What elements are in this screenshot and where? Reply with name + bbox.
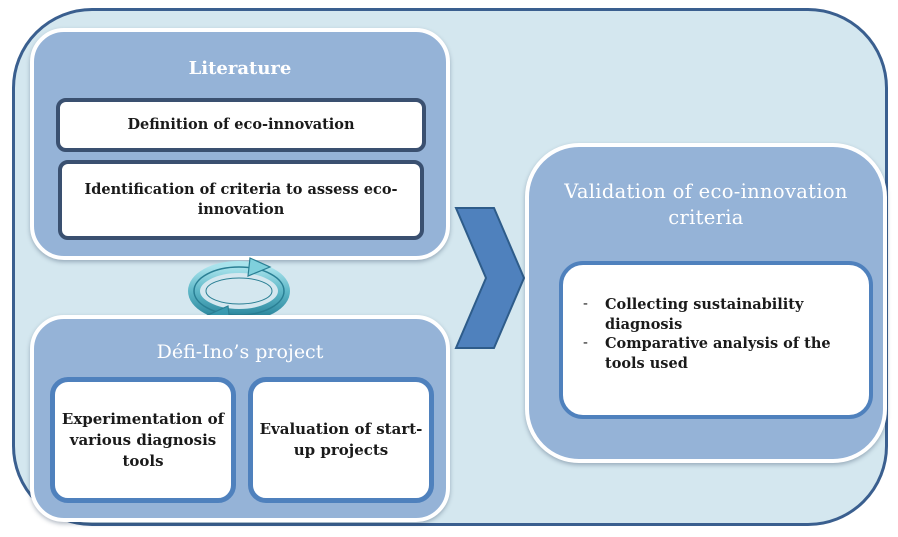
validation-list: Collecting sustainability diagnosis Comp… bbox=[583, 295, 855, 373]
evaluation-box: Evaluation of start-up projects bbox=[248, 377, 434, 503]
definition-box: Definition of eco-innovation bbox=[56, 98, 426, 152]
chevron-right-arrow-icon bbox=[454, 207, 526, 349]
validation-item-collecting: Collecting sustainability diagnosis bbox=[583, 295, 855, 334]
definition-label: Definition of eco-innovation bbox=[127, 116, 355, 134]
validation-panel: Validation of eco-innovation criteria Co… bbox=[525, 143, 887, 463]
validation-item-comparative: Comparative analysis of the tools used bbox=[583, 334, 855, 373]
experimentation-box: Experimentation of various diagnosis too… bbox=[50, 377, 236, 503]
defi-ino-title: Défi-Ino’s project bbox=[156, 341, 324, 363]
evaluation-label: Evaluation of start-up projects bbox=[259, 420, 423, 459]
experimentation-label: Experimentation of various diagnosis too… bbox=[61, 409, 225, 470]
validation-title: Validation of eco-innovation criteria bbox=[564, 180, 848, 230]
identification-label: Identification of criteria to assess eco… bbox=[84, 181, 398, 218]
defi-ino-panel: Défi-Ino’s project Experimentation of va… bbox=[30, 315, 450, 522]
literature-panel: Literature Definition of eco-innovation … bbox=[30, 28, 450, 260]
identification-box: Identification of criteria to assess eco… bbox=[58, 160, 424, 240]
validation-items-box: Collecting sustainability diagnosis Comp… bbox=[559, 261, 873, 419]
literature-title: Literature bbox=[188, 58, 292, 79]
